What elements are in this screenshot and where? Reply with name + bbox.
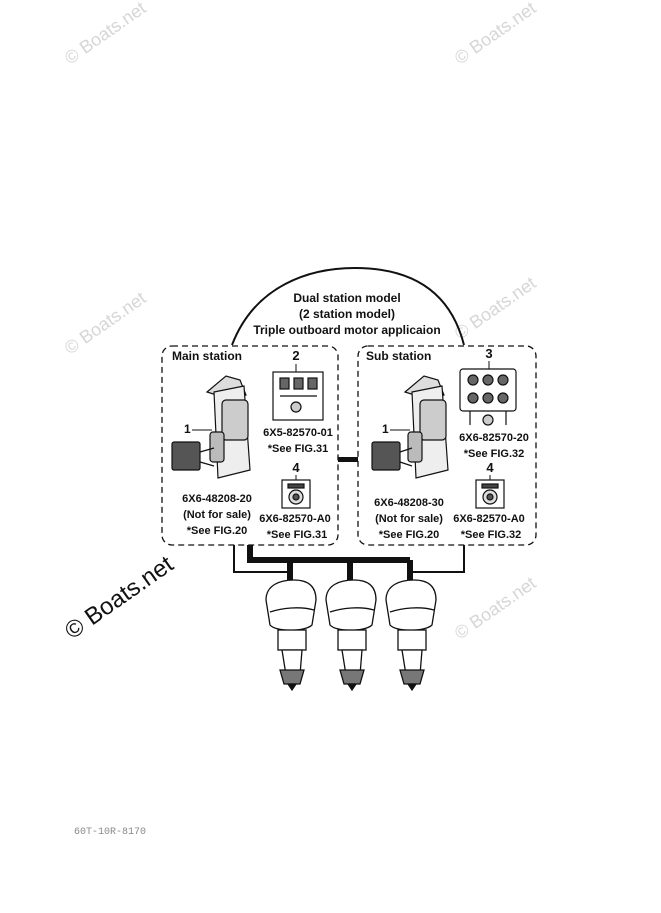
sub-item-3-part: 6X6-82570-20 xyxy=(459,432,529,444)
watermark-low-right: © Boats.net xyxy=(451,573,540,643)
main-item-1-number: 1 xyxy=(184,422,191,436)
watermark-top-left: © Boats.net xyxy=(61,0,150,68)
station-link xyxy=(338,457,358,462)
main-item-2-part: 6X5-82570-01 xyxy=(263,427,333,439)
sub-station-box xyxy=(357,345,537,546)
watermark-mid-right: © Boats.net xyxy=(451,273,540,343)
main-item-1-ref: *See FIG.20 xyxy=(187,525,248,537)
title-line-3: Triple outboard motor applicaion xyxy=(253,323,440,337)
main-remote-control-illustration xyxy=(171,375,251,479)
sub-item-4-number: 4 xyxy=(486,460,494,475)
figure-code: 60T-10R-8170 xyxy=(74,827,146,838)
sub-item-1-note: (Not for sale) xyxy=(375,513,443,525)
main-item-1-note: (Not for sale) xyxy=(183,509,251,521)
main-item-2-number: 2 xyxy=(292,348,299,363)
arch-outline xyxy=(231,266,465,346)
main-item-4-number: 4 xyxy=(292,460,300,475)
sub-item-1-number: 1 xyxy=(382,422,389,436)
outboard-motor-2 xyxy=(325,579,377,692)
main-item-1-part: 6X6-48208-20 xyxy=(182,493,252,505)
sub-remote-control-illustration xyxy=(371,375,449,479)
main-stop-switch-illustration xyxy=(281,479,311,509)
main-item-2-ref: *See FIG.31 xyxy=(268,443,329,455)
outboard-motor-3 xyxy=(385,579,437,692)
sub-item-4-ref: *See FIG.32 xyxy=(461,529,522,541)
sub-stop-switch-illustration xyxy=(475,479,505,509)
harness-wiring xyxy=(233,545,465,585)
sub-item-4-part: 6X6-82570-A0 xyxy=(453,513,525,525)
watermark-mid-left: © Boats.net xyxy=(61,288,150,358)
title-line-1: Dual station model xyxy=(293,291,400,305)
sub-item-3-number: 3 xyxy=(485,346,492,361)
title-line-2: (2 station model) xyxy=(299,307,395,321)
sub-station-label: Sub station xyxy=(366,349,431,363)
main-item-4-ref: *See FIG.31 xyxy=(267,529,328,541)
watermark-top-right: © Boats.net xyxy=(451,0,540,68)
sub-item-1-ref: *See FIG.20 xyxy=(379,529,440,541)
watermark-bold: © Boats.net xyxy=(60,550,179,644)
outboard-motor-1 xyxy=(265,579,317,692)
sub-item-1-part: 6X6-48208-30 xyxy=(374,497,444,509)
main-station-label: Main station xyxy=(172,349,242,363)
sub-item-3-ref: *See FIG.32 xyxy=(464,448,525,460)
main-item-4-part: 6X6-82570-A0 xyxy=(259,513,331,525)
sub-switch-panel-illustration xyxy=(459,368,517,426)
main-switch-panel-illustration xyxy=(272,371,324,421)
